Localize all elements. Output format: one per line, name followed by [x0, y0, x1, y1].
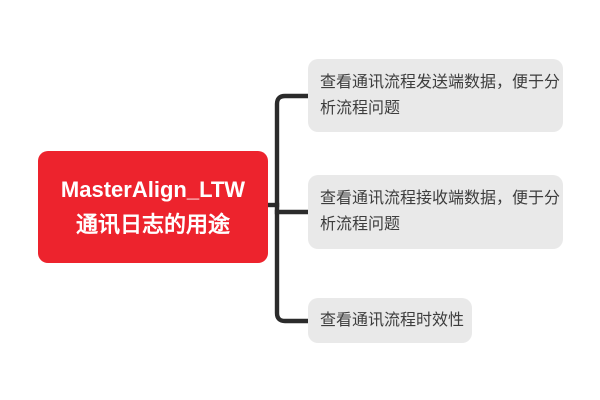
root-node[interactable]: MasterAlign_LTW 通讯日志的用途 [38, 151, 268, 263]
branch-node-receive-data[interactable]: 查看通讯流程接收端数据，便于分 析流程问题 [308, 175, 563, 249]
branch-node-timeliness[interactable]: 查看通讯流程时效性 [308, 298, 472, 343]
trunk-and-outer-branch-connectors [274, 93, 311, 324]
branch-node-send-data[interactable]: 查看通讯流程发送端数据，便于分 析流程问题 [308, 59, 563, 132]
